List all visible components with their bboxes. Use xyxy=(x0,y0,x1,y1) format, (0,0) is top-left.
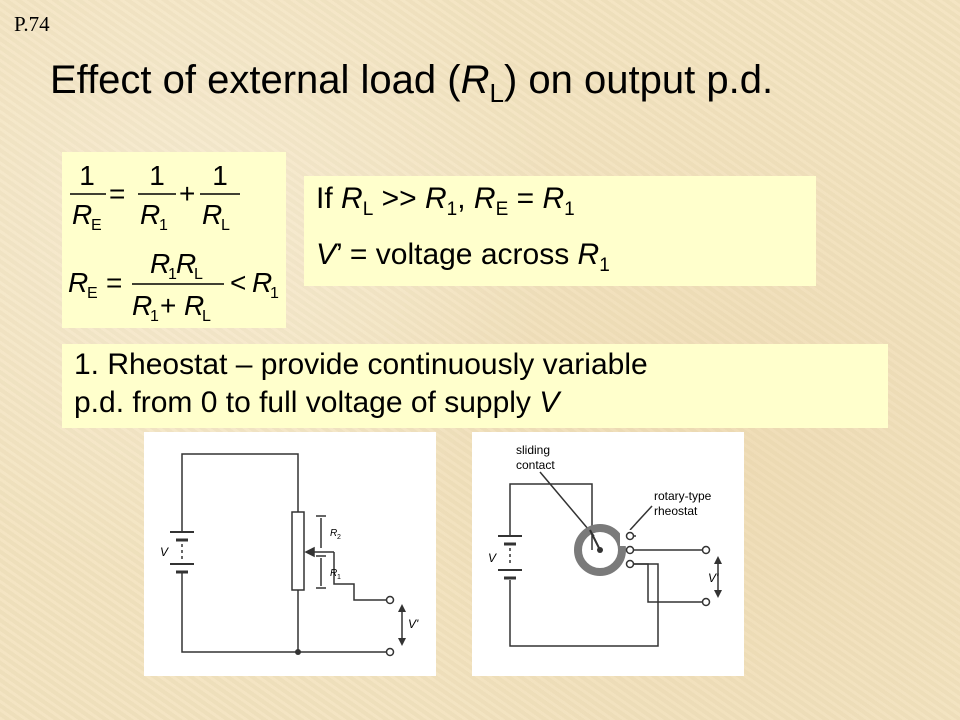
cond-r1b: R xyxy=(542,182,565,215)
eq2-num-b-sub: L xyxy=(194,266,203,283)
title-prefix: Effect of external load ( xyxy=(50,58,461,102)
cond-v: V xyxy=(316,238,337,271)
eq2-den-plus: + xyxy=(160,290,176,321)
cond-r-sub: 1 xyxy=(599,255,610,276)
cond-re: R xyxy=(473,182,496,215)
eq2-num-b: R xyxy=(176,248,196,279)
cond-if: If xyxy=(316,182,342,215)
eq2-den-a: R xyxy=(132,290,152,321)
eq1-plus: + xyxy=(179,178,195,209)
cond-r1-sub: 1 xyxy=(446,199,458,220)
title-suffix: ) on output p.d. xyxy=(503,58,774,102)
left-r2-label: R xyxy=(330,528,337,539)
equation-box: 1 R E = 1 R 1 + 1 R L R E = R 1 R L R 1 … xyxy=(62,152,286,328)
eq1-numerator-c: 1 xyxy=(212,160,228,191)
page-number: P.74 xyxy=(14,12,50,36)
cond-comma: , xyxy=(457,182,474,215)
cond-r1: R xyxy=(424,182,447,215)
eq1-numerator-a: 1 xyxy=(79,160,95,191)
eq2-rhs-symbol: R xyxy=(252,267,272,298)
rotary-rheostat-circuit-svg: sliding contact rotary-type rheostat xyxy=(488,443,722,647)
eq1-t2-symbol: R xyxy=(202,199,222,230)
cond-rest: ’ = voltage across xyxy=(336,238,578,271)
cond-r1b-sub: 1 xyxy=(564,199,575,220)
eq1-t1-symbol: R xyxy=(140,199,160,230)
sliding-label-line-2: contact xyxy=(516,458,555,472)
cond-rl-sub: L xyxy=(362,199,374,220)
left-output-label: V' xyxy=(408,617,419,631)
rheostat-line-2-symbol: V xyxy=(539,386,560,419)
condition-box: If RL >> R1, RE = R1 V’ = voltage across… xyxy=(304,176,816,286)
left-r1-sub: 1 xyxy=(337,574,341,581)
sliding-label-line-1: sliding xyxy=(516,443,550,457)
eq1-numerator-b: 1 xyxy=(149,160,165,191)
right-output-label: V' xyxy=(708,571,719,585)
rotary-label-line-1: rotary-type xyxy=(654,489,712,503)
eq2-den-a-sub: 1 xyxy=(150,308,159,325)
eq1-equals: = xyxy=(109,178,125,209)
left-r1-label: R xyxy=(330,568,337,579)
eq1-lhs-sub: E xyxy=(91,217,102,234)
eq2-less-than: < xyxy=(230,267,246,298)
eq2-num-a-sub: 1 xyxy=(168,266,177,283)
rotary-rheostat-circuit-figure: sliding contact rotary-type rheostat xyxy=(472,432,744,676)
rheostat-line-2: p.d. from 0 to full voltage of supply V xyxy=(74,386,559,420)
title-symbol: R xyxy=(460,58,490,102)
title-subscript: L xyxy=(489,78,504,108)
eq1-lhs-symbol: R xyxy=(72,199,92,230)
condition-line-1: If RL >> R1, RE = R1 xyxy=(316,182,575,221)
potential-divider-circuit-svg: V R 2 R 1 V' xyxy=(160,453,419,657)
eq2-den-b-sub: L xyxy=(202,308,211,325)
eq2-lhs-symbol: R xyxy=(68,267,88,298)
cond-eq: = xyxy=(508,182,543,215)
potential-divider-circuit-figure: V R 2 R 1 V' xyxy=(144,432,436,676)
left-supply-label: V xyxy=(160,545,169,559)
eq2-rhs-sub: 1 xyxy=(270,285,279,302)
rotary-label-line-2: rheostat xyxy=(654,504,698,518)
eq1-t2-sub: L xyxy=(221,217,230,234)
equations-svg: 1 R E = 1 R 1 + 1 R L R E = R 1 R L R 1 … xyxy=(68,160,279,325)
rheostat-box: 1. Rheostat – provide continuously varia… xyxy=(62,344,888,428)
cond-rl: R xyxy=(341,182,363,215)
slide-title: Effect of external load (RL) on output p… xyxy=(50,58,773,109)
eq2-lhs-sub: E xyxy=(87,285,98,302)
eq2-den-b: R xyxy=(184,290,204,321)
condition-line-2: V’ = voltage across R1 xyxy=(316,238,610,277)
eq2-num-a: R xyxy=(150,248,170,279)
eq2-equals: = xyxy=(106,267,122,298)
cond-r: R xyxy=(577,238,600,271)
left-r2-sub: 2 xyxy=(337,534,341,541)
right-supply-label: V xyxy=(488,551,497,565)
cond-re-sub: E xyxy=(495,199,509,220)
eq1-t1-sub: 1 xyxy=(159,217,168,234)
rheostat-line-2-text: p.d. from 0 to full voltage of supply xyxy=(74,386,540,419)
rheostat-line-1: 1. Rheostat – provide continuously varia… xyxy=(74,348,648,381)
cond-op: >> xyxy=(373,182,425,215)
